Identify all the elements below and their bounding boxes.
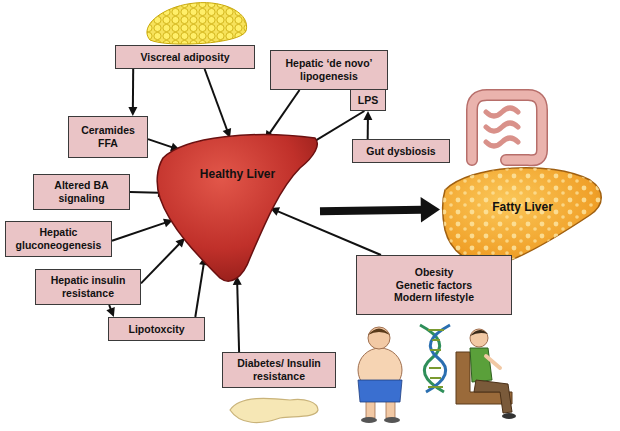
arrow-connector <box>141 238 185 283</box>
man-on-couch <box>456 329 516 419</box>
arrow-head <box>363 111 372 120</box>
liver-outline <box>155 128 320 288</box>
organ-label: Fatty Liver <box>440 200 605 214</box>
box-label: Hepatic ‘de novo’ lipogenesis <box>275 57 383 82</box>
liver-shape: Fatty Liver <box>440 160 605 270</box>
box-label: Hepatic insulin resistance <box>40 274 136 299</box>
arrow-head <box>106 307 114 317</box>
box-label: Lipotoxcity <box>128 323 184 336</box>
arrow-line <box>320 210 422 211</box>
arrow-line <box>141 244 179 284</box>
arrow-connector <box>195 256 208 317</box>
box-label: Altered BA signaling <box>38 179 125 204</box>
liver-outline <box>440 160 605 270</box>
liver-shape: Healthy Liver <box>155 128 320 288</box>
dna-helix <box>420 325 450 392</box>
fat-cluster <box>147 3 247 45</box>
arrow-line <box>195 264 203 317</box>
factor-box: Diabetes/ Insulin resistance <box>222 352 336 388</box>
box-label: Modern lifestyle <box>394 291 474 304</box>
box-label: Diabetes/ Insulin resistance <box>227 357 331 382</box>
box-label: Viscreal adiposity <box>140 51 229 64</box>
factor-box: ObesityGenetic factorsModern lifestyle <box>356 255 512 315</box>
factor-box: LPS <box>350 89 386 111</box>
arrow-connector <box>106 305 114 317</box>
pancreas <box>230 398 318 422</box>
arrow-connector <box>205 69 232 138</box>
arrow-line <box>205 69 228 130</box>
obese-child <box>358 327 402 423</box>
box-label: LPS <box>358 94 378 107</box>
box-label: Ceramides FFA <box>73 124 143 149</box>
factor-box: Gut dysbiosis <box>352 139 450 163</box>
factor-box: Altered BA signaling <box>33 174 130 210</box>
arrow-connector <box>128 69 137 116</box>
arrow-line <box>277 211 381 255</box>
arrow-line <box>132 69 134 108</box>
arrow-line <box>130 191 159 194</box>
arrow-head <box>128 107 137 116</box>
factor-box: Ceramides FFA <box>68 116 148 158</box>
arrow-line <box>237 284 239 352</box>
arrow-line <box>112 223 165 241</box>
arrow-connector <box>112 219 173 241</box>
arrow-connector <box>363 111 372 139</box>
arrow-head <box>421 197 440 223</box>
box-label: Hepatic gluconeogenesis <box>10 226 107 251</box>
arrow-line <box>367 119 369 139</box>
factor-box: Viscreal adiposity <box>115 45 255 69</box>
factor-box: Hepatic insulin resistance <box>35 269 141 305</box>
arrow-line <box>148 139 172 147</box>
box-label: Obesity <box>415 266 454 279</box>
box-label: Genetic factors <box>396 279 472 292</box>
organ-label: Healthy Liver <box>155 167 320 181</box>
factor-box: Lipotoxcity <box>108 317 205 341</box>
arrow-connector <box>265 90 300 140</box>
intestine <box>472 95 542 160</box>
arrow-connector <box>320 197 440 223</box>
factor-box: Hepatic gluconeogenesis <box>5 221 112 257</box>
factor-box: Hepatic ‘de novo’ lipogenesis <box>270 50 388 90</box>
box-label: Gut dysbiosis <box>366 145 435 158</box>
arrow-connector <box>233 276 242 352</box>
arrow-line <box>270 90 300 133</box>
